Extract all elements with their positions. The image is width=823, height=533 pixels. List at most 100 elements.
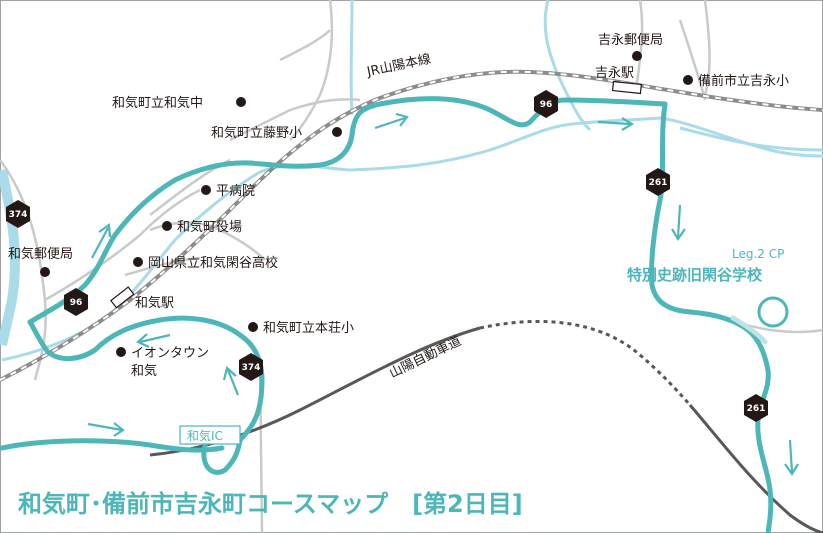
river-yoshinaga [543,0,592,132]
road-h [124,256,201,277]
route-shield-374-north: 374 [6,200,30,228]
arrow-261-south-1 [671,204,686,242]
route-shield-hexagon [646,168,670,196]
course-segment-west [0,438,225,453]
road-m [703,0,711,96]
rivers [0,0,823,362]
poi-dot [162,221,172,231]
poi-label: 岡山県立和気閑谷高校 [148,255,278,271]
poi-wake-junior-high: 和気町立和気中 [112,95,246,111]
route-shield-hexagon [744,394,768,422]
poi-dot [133,257,143,267]
course-segment-374-up [27,315,265,443]
arrow-yoshinaga-east [597,117,635,131]
route-shield-number: 96 [70,298,83,308]
route-shield-261-north: 261 [646,168,670,196]
checkpoint-code: Leg.2 CP [732,247,784,261]
direction-arrows [87,112,799,477]
expressway-solid-west [149,326,481,457]
poi-shizutani-high: 岡山県立和気閑谷高校 [133,255,278,271]
poi-label: 平病院 [216,184,255,199]
route-shield-number: 374 [242,363,261,373]
route-shield-hexagon [534,90,558,118]
poi-dot [236,97,246,107]
road-d [279,29,331,62]
interchange: 和気IC [179,425,241,445]
checkpoint-name: 特別史跡旧閑谷学校 [627,266,763,284]
course-segment-ic-loop [201,437,243,475]
poi-yoshinaga-post: 吉永郵便局 [598,33,663,61]
expressway-solid-east [688,404,823,533]
arrow-west-east [87,422,125,437]
route-shield-96-east: 96 [534,90,558,118]
stations: 和気駅 吉永駅 [110,66,643,311]
map-title: 和気町･備前市吉永町コースマップ [第2日目] [18,490,523,518]
poi-label: 吉永郵便局 [598,33,663,48]
course-tunnel-cp [730,315,768,345]
poi-dot [116,347,126,357]
road-k [678,19,707,101]
arrow-261-south-2 [784,439,799,477]
station-yoshinaga-label: 吉永駅 [595,66,634,81]
station-wake-label: 和気駅 [135,295,174,311]
route-shield-number: 374 [9,210,28,220]
route-shield-number: 261 [649,178,668,188]
station-wake-marker [110,286,135,309]
points-of-interest: 吉永郵便局 備前市立吉永小 和気町立和気中 和気町立藤野小 平病院 和気町役場 … [8,33,789,379]
course-segment-96-north [27,96,668,325]
road-j [634,0,644,91]
route-shield-261-south: 261 [744,394,768,422]
checkpoint-marker [757,296,789,328]
station-yoshinaga-marker [611,80,643,95]
interchange-label: 和気IC [187,428,223,443]
poi-honsho-school: 和気町立本荘小 [248,320,354,336]
poi-label: 和気町役場 [177,219,242,235]
route-shield-number: 261 [747,404,766,414]
road-e [229,98,361,142]
road-b [44,188,201,302]
poi-label-line2: 和気 [131,363,157,379]
checkpoint: Leg.2 CP 特別史跡旧閑谷学校 [627,247,789,328]
route-shield-96-west: 96 [64,288,88,316]
river-left-main [0,169,20,347]
poi-dot [683,75,693,85]
poi-label: 和気郵便局 [8,246,73,262]
railway-track-dash [0,70,823,381]
poi-label: 和気町立和気中 [112,95,203,111]
route-shield-374-south: 374 [239,353,263,381]
poi-wake-post: 和気郵便局 [8,246,73,277]
poi-dot [201,185,211,195]
poi-bizen-yoshinaga-school: 備前市立吉永小 [683,73,789,89]
poi-aeon-town: イオンタウン 和気 [116,346,209,379]
river-east [679,126,823,152]
poi-label: 備前市立吉永小 [698,73,789,89]
arrow-96-northeast [91,223,112,259]
poi-label-line1: イオンタウン [131,346,209,361]
river-yoshii [1,116,823,362]
road-c [289,0,334,141]
route-shield-hexagon [64,288,88,316]
route-shield-hexagon [239,353,263,381]
interchange-box [179,425,241,445]
course-route [0,96,774,533]
poi-label: 和気町立藤野小 [211,125,302,141]
poi-label: 和気町立本荘小 [263,320,354,336]
poi-dot [40,267,50,277]
poi-dot [332,127,342,137]
poi-fujino-school: 和気町立藤野小 [211,125,342,141]
poi-hei-hospital: 平病院 [201,184,255,199]
river-upper [349,0,354,116]
route-shields: 374 96 96 261 261 374 [6,90,768,422]
route-shield-number: 96 [540,100,553,110]
arrow-fujino-east [374,112,409,130]
arrow-374-north [222,365,240,396]
poi-dot [632,51,642,61]
arrow-aeon-west [136,333,171,349]
station-yoshinaga: 吉永駅 [595,66,643,95]
poi-wake-town-office: 和気町役場 [162,219,242,235]
station-wake: 和気駅 [110,286,174,311]
route-shield-hexagon [6,200,30,228]
poi-dot [248,322,258,332]
